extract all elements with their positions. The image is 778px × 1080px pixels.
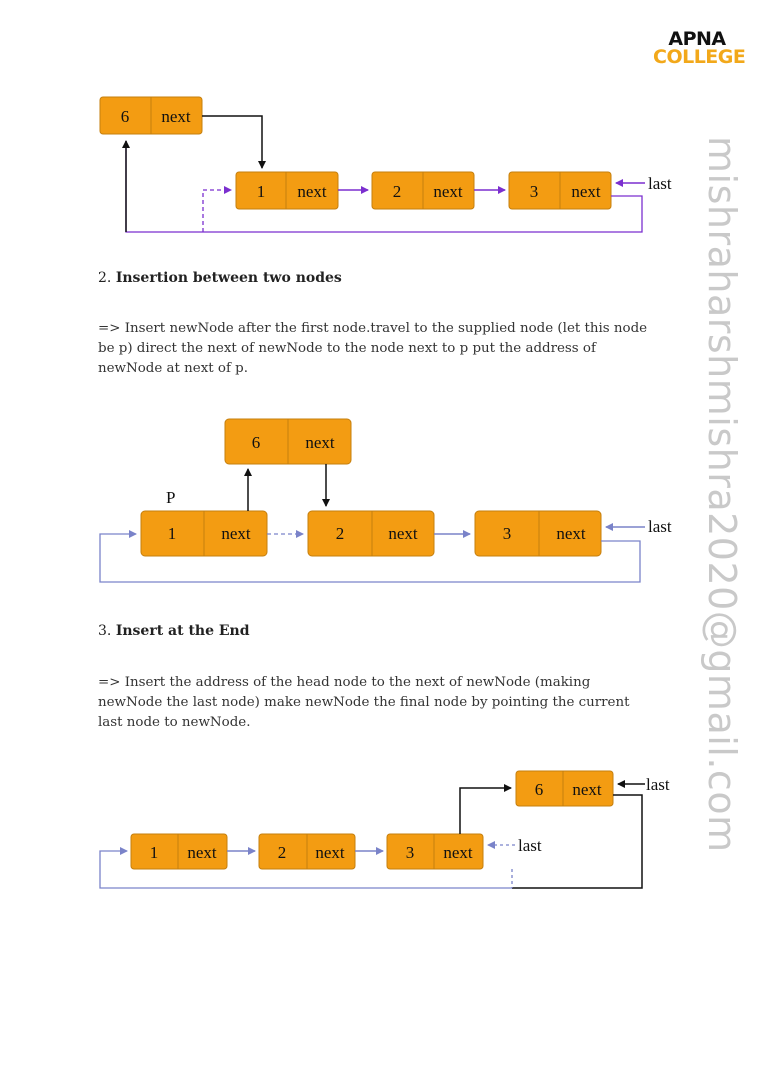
node-next-label: next: [187, 843, 217, 862]
node-value: 2: [393, 182, 402, 201]
last-label: last: [648, 517, 672, 536]
watermark-text: mishraharshmishra2020@gmail.com: [700, 136, 744, 853]
node-value: 2: [336, 524, 345, 543]
node-next-label: next: [571, 182, 601, 201]
node-value: 3: [530, 182, 539, 201]
node-6: 6 next: [224, 418, 352, 465]
node-value: 6: [252, 433, 261, 452]
p-label: P: [166, 488, 175, 507]
node-1: 1 next: [235, 171, 339, 210]
new-last-label: last: [646, 775, 670, 794]
node-3: 3 next: [508, 171, 612, 210]
node-1: 1 next: [130, 833, 228, 870]
node-6: 6 next: [515, 770, 614, 807]
section-3-title: Insert at the End: [115, 623, 250, 639]
arrow-6-to-1: [202, 115, 266, 169]
node-value: 2: [278, 843, 287, 862]
node-next-label: next: [315, 843, 345, 862]
node-value: 3: [406, 843, 415, 862]
section-2-description: => Insert newNode after the first node.t…: [98, 321, 648, 376]
node-next-label: next: [572, 780, 602, 799]
loop-arrow-to-1: [99, 847, 512, 889]
node-2: 2 next: [258, 833, 356, 870]
node-next-label: next: [221, 524, 251, 543]
logo-line-2: COLLEGE: [653, 46, 746, 68]
section-2-heading: 2. Insertion between two nodes: [98, 270, 342, 286]
node-2: 2 next: [307, 510, 435, 557]
node-value: 1: [150, 843, 159, 862]
last-label: last: [648, 174, 672, 193]
section-3-heading: 3. Insert at the End: [98, 623, 250, 639]
old-link-dashed: [202, 186, 232, 232]
node-value: 6: [535, 780, 544, 799]
email-watermark: mishraharshmishra2020@gmail.com: [698, 136, 746, 946]
node-value: 6: [121, 107, 130, 126]
diagram-insert-end: 6 next 1 next 2 next 3 next: [99, 770, 670, 889]
node-value: 1: [257, 182, 266, 201]
node-next-label: next: [556, 524, 586, 543]
loop-line-6: [512, 794, 643, 889]
loop-arrow-3-to-1: [99, 530, 641, 583]
node-next-label: next: [433, 182, 463, 201]
section-2-title: Insertion between two nodes: [115, 270, 342, 286]
node-next-label: next: [161, 107, 191, 126]
arrow-3-to-6: [459, 784, 512, 834]
section-2-number: 2.: [98, 270, 112, 286]
node-2: 2 next: [371, 171, 475, 210]
section-3-description: => Insert the address of the head node t…: [98, 675, 630, 730]
node-1: 1 next: [140, 510, 268, 557]
node-value: 1: [168, 524, 177, 543]
logo-line-1: APNA: [668, 28, 726, 50]
apna-college-logo: APNA COLLEGE: [653, 28, 746, 68]
node-6: 6 next: [99, 96, 203, 135]
node-value: 3: [503, 524, 512, 543]
node-next-label: next: [305, 433, 335, 452]
node-3: 3 next: [386, 833, 484, 870]
diagram-insert-between: 6 next P 1 next 2 next 3 next: [99, 418, 672, 583]
node-next-label: next: [297, 182, 327, 201]
section-3-number: 3.: [98, 623, 112, 639]
old-last-label: last: [518, 836, 542, 855]
node-3: 3 next: [474, 510, 602, 557]
node-next-label: next: [443, 843, 473, 862]
diagram-insert-beginning: 6 next 1 next 2 next 3 next: [99, 96, 672, 233]
node-next-label: next: [388, 524, 418, 543]
